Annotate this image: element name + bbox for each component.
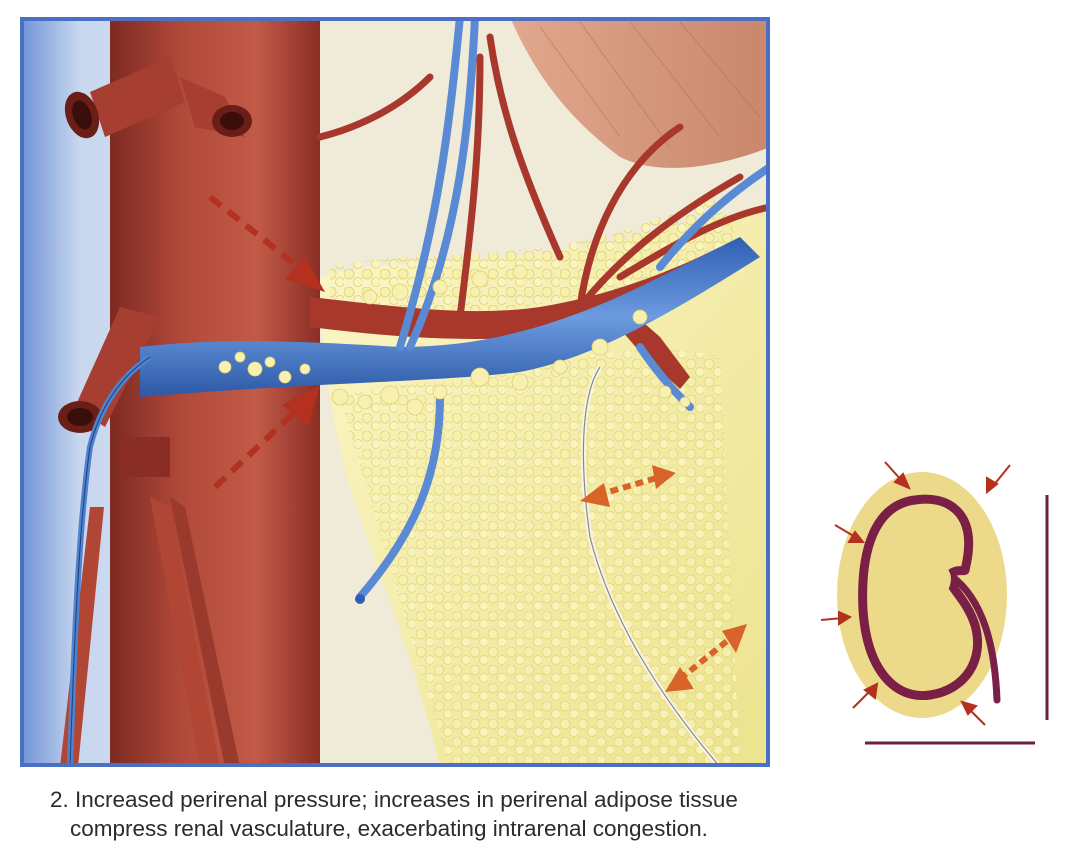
dashed-pointer-arrow-icon xyxy=(212,385,320,490)
dashed-pointer-arrow-icon xyxy=(208,194,325,292)
aorta xyxy=(110,21,320,763)
renal-vein xyxy=(140,237,760,397)
renal-anatomy-illustration xyxy=(20,17,770,767)
illustration-frame xyxy=(20,17,770,767)
inward-arrow-icon xyxy=(820,461,1011,726)
figure-caption: 2. Increased perirenal pressure; increas… xyxy=(50,785,810,843)
double-dashed-arrow-icon xyxy=(580,465,676,507)
kidney-compression-inset xyxy=(820,461,1049,745)
aorta-branches xyxy=(58,57,252,477)
caption-line-2: compress renal vasculature, exacerbating… xyxy=(70,816,708,841)
double-dashed-arrow-icon xyxy=(665,624,747,692)
caption-line-1: 2. Increased perirenal pressure; increas… xyxy=(50,787,738,812)
inset-ureter xyxy=(946,571,1001,704)
psoas-muscle-upper xyxy=(511,21,766,168)
